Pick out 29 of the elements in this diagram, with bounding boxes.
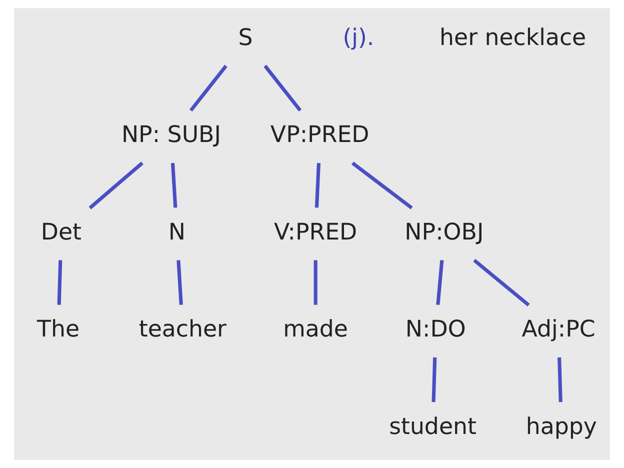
node-text: N:DO bbox=[405, 316, 466, 343]
connector bbox=[314, 260, 318, 305]
node-text: NP: SUBJ bbox=[121, 122, 221, 148]
connector bbox=[189, 64, 228, 112]
node-text: happy bbox=[526, 414, 597, 440]
node-text: V:PRED bbox=[274, 219, 358, 246]
connector bbox=[170, 162, 178, 208]
node-text: made bbox=[283, 316, 348, 343]
node-text: N bbox=[168, 219, 186, 246]
label: her necklace bbox=[440, 25, 586, 52]
connector bbox=[351, 162, 413, 210]
node-text: NP:OBJ bbox=[404, 219, 484, 246]
connector bbox=[57, 260, 62, 305]
connector bbox=[314, 162, 321, 208]
connector bbox=[264, 64, 302, 112]
label: (j). bbox=[342, 25, 374, 52]
connector bbox=[176, 260, 183, 305]
node-text: The bbox=[37, 316, 80, 343]
connector bbox=[432, 357, 437, 402]
node-text: teacher bbox=[138, 316, 226, 343]
connector bbox=[88, 162, 144, 210]
node-text: VP:PRED bbox=[270, 122, 370, 148]
node-text: Adj:PC bbox=[522, 316, 596, 343]
connector bbox=[558, 357, 562, 402]
node-text: student bbox=[389, 414, 476, 440]
connector bbox=[473, 258, 530, 307]
node-text: Det bbox=[40, 219, 82, 246]
node-text: S bbox=[238, 25, 253, 52]
connector bbox=[436, 260, 444, 305]
